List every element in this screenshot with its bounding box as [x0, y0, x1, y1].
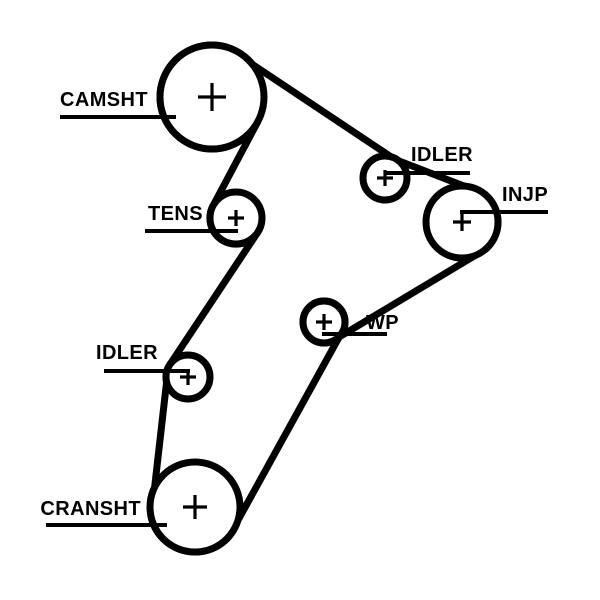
pulley-label-injp: INJP [502, 184, 548, 206]
pulley-idler-bottom[interactable] [162, 351, 214, 403]
pulley-label-tens: TENS [148, 203, 203, 225]
pulley-label-idler-bottom: IDLER [96, 342, 158, 364]
pulley-label-camsht: CAMSHT [60, 89, 148, 111]
pulley-wp[interactable] [299, 297, 349, 347]
pulley-label-idler-top: IDLER [411, 144, 473, 166]
pulley-group [146, 41, 502, 556]
label-group-injp: INJP [460, 184, 548, 214]
pulley-idler-top[interactable] [359, 152, 411, 204]
pulley-injp[interactable] [422, 182, 502, 262]
label-group-idler-top: IDLER [384, 144, 473, 175]
pulley-label-wp: WP [366, 312, 399, 334]
pulley-camsht[interactable] [156, 41, 268, 153]
label-group-camsht: CAMSHT [60, 89, 176, 119]
label-group-wp: WP [322, 312, 399, 336]
pulley-tens[interactable] [206, 188, 266, 248]
pulley-cransht[interactable] [146, 458, 244, 556]
pulley-label-cransht: CRANSHT [40, 498, 141, 520]
label-group-tens: TENS [145, 203, 238, 233]
label-group-cransht: CRANSHT [40, 498, 167, 527]
label-group: CAMSHT TENS IDLER INJP WP IDLER CRANSHT [40, 89, 548, 527]
label-group-idler-bottom: IDLER [96, 342, 190, 373]
